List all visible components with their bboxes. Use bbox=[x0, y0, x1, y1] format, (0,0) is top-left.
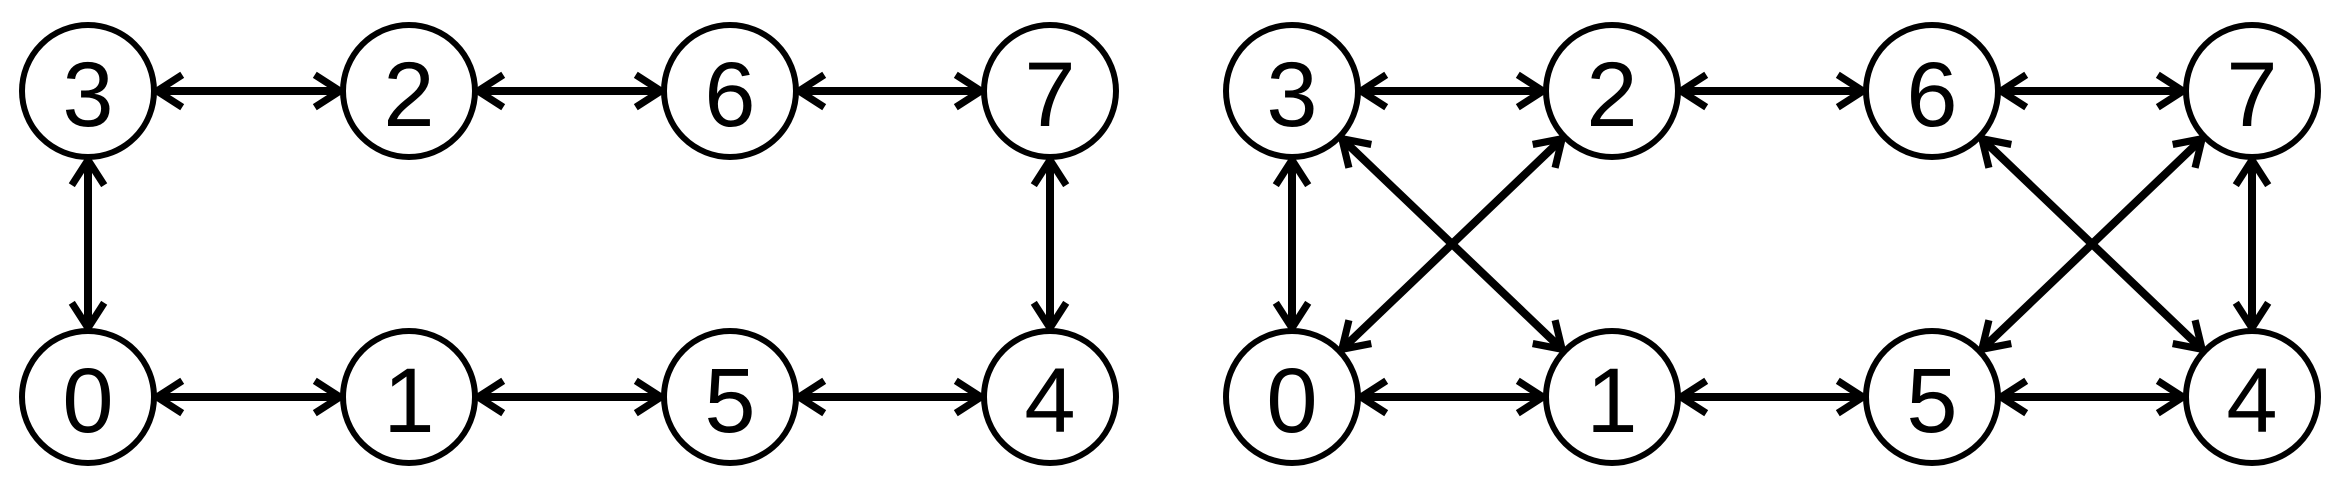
node-label-3: 3 bbox=[1266, 44, 1317, 146]
node-label-1: 1 bbox=[1586, 350, 1637, 452]
node-4 bbox=[2183, 328, 2321, 466]
node-label-1: 1 bbox=[383, 350, 434, 452]
node-label-0: 0 bbox=[1266, 350, 1317, 452]
node-3 bbox=[19, 22, 157, 160]
node-2 bbox=[340, 22, 478, 160]
node-6 bbox=[661, 22, 799, 160]
left-graph: 3 2 6 7 0 1 5 4 bbox=[19, 22, 1119, 466]
node-0 bbox=[19, 328, 157, 466]
node-2 bbox=[1543, 22, 1681, 160]
node-label-2: 2 bbox=[383, 44, 434, 146]
node-0 bbox=[1223, 328, 1361, 466]
node-7 bbox=[981, 22, 1119, 160]
node-label-6: 6 bbox=[704, 44, 755, 146]
node-4 bbox=[981, 328, 1119, 466]
right-graph: 3 2 6 7 0 1 5 4 bbox=[1223, 22, 2321, 466]
node-label-5: 5 bbox=[704, 350, 755, 452]
node-label-4: 4 bbox=[2226, 350, 2277, 452]
node-label-2: 2 bbox=[1586, 44, 1637, 146]
node-label-7: 7 bbox=[2226, 44, 2277, 146]
node-1 bbox=[340, 328, 478, 466]
node-label-7: 7 bbox=[1024, 44, 1075, 146]
node-label-6: 6 bbox=[1906, 44, 1957, 146]
node-6 bbox=[1863, 22, 2001, 160]
node-5 bbox=[1863, 328, 2001, 466]
edge-0-2 bbox=[1337, 134, 1567, 354]
node-1 bbox=[1543, 328, 1681, 466]
edge-5-7 bbox=[1977, 134, 2207, 354]
node-label-5: 5 bbox=[1906, 350, 1957, 452]
node-3 bbox=[1223, 22, 1361, 160]
node-5 bbox=[661, 328, 799, 466]
node-label-0: 0 bbox=[62, 350, 113, 452]
node-7 bbox=[2183, 22, 2321, 160]
node-label-4: 4 bbox=[1024, 350, 1075, 452]
node-label-3: 3 bbox=[62, 44, 113, 146]
